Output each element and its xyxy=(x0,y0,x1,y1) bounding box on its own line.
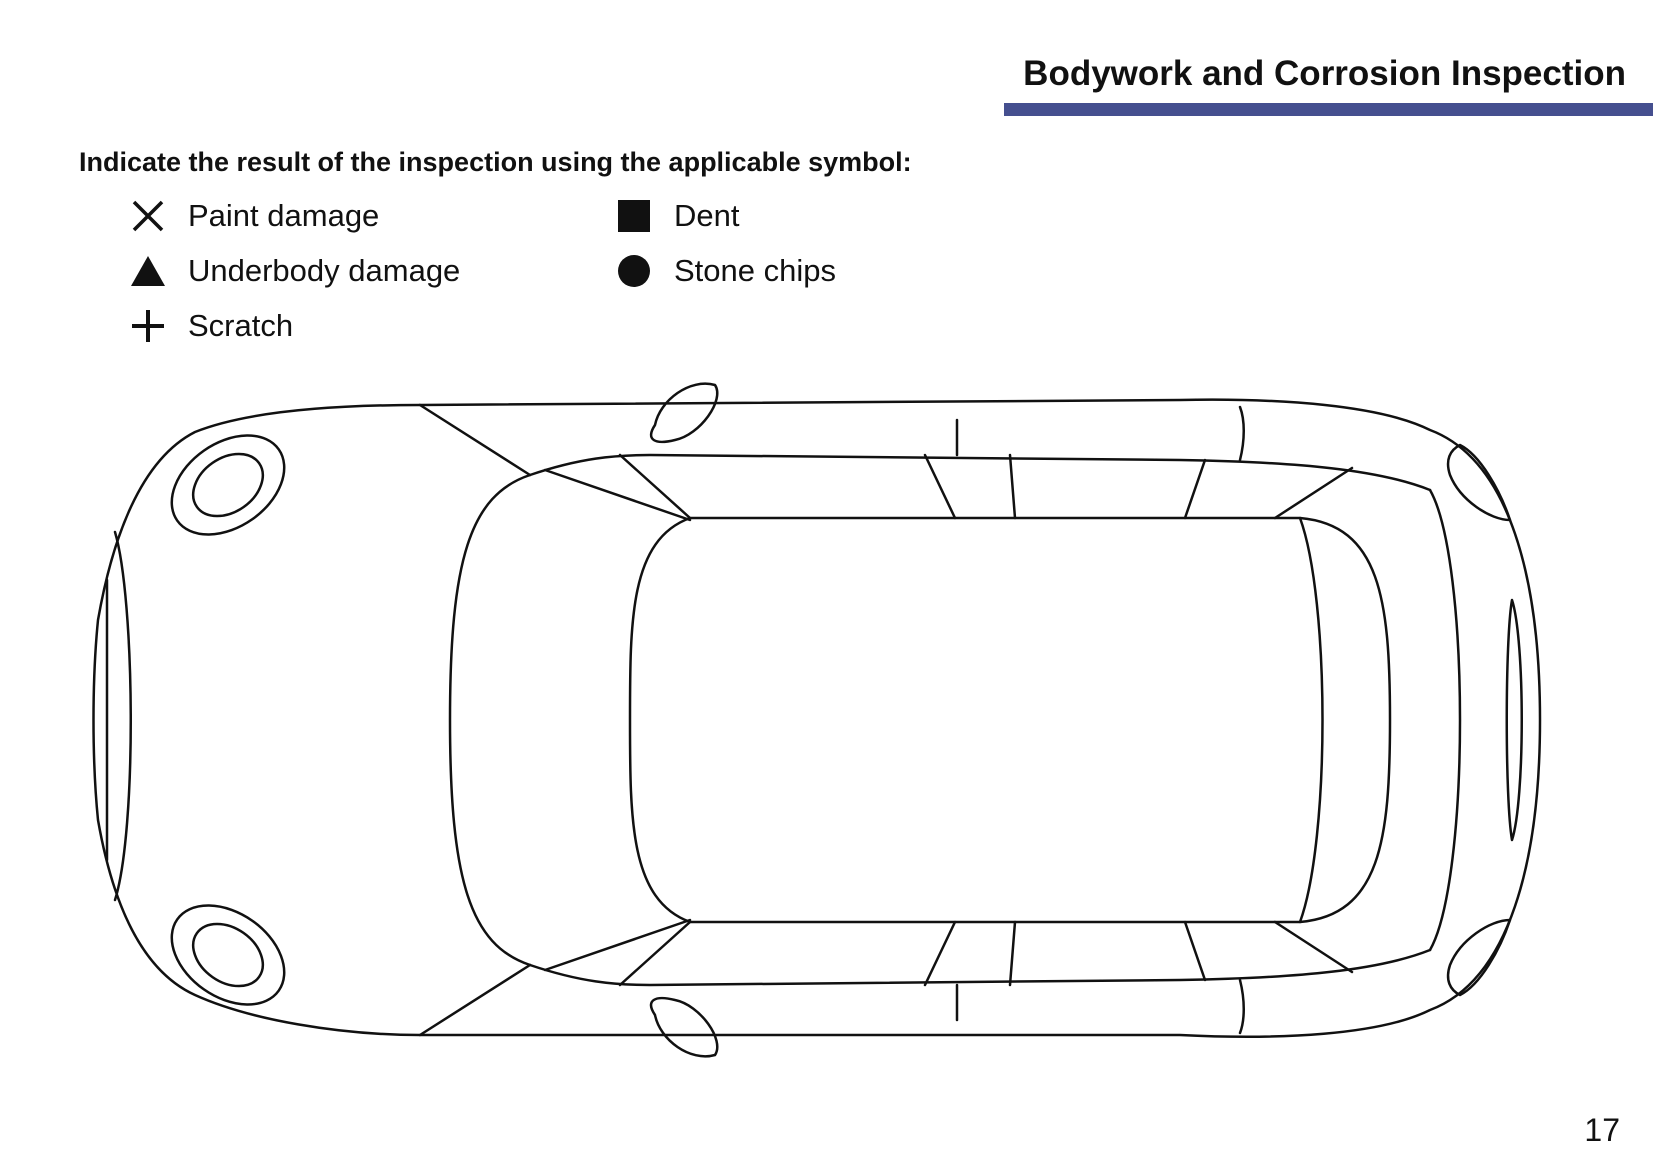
b-pillar-top-left xyxy=(923,453,957,520)
title-underline xyxy=(1004,103,1653,116)
right-mirror xyxy=(649,996,719,1058)
rear-arch-bottom xyxy=(1238,978,1245,1035)
a-pillar-left xyxy=(418,403,532,477)
instruction-text: Indicate the result of the inspection us… xyxy=(79,147,912,177)
legend-label: Dent xyxy=(674,198,740,233)
page-title: Bodywork and Corrosion Inspection xyxy=(1023,54,1626,93)
right-headlight-outer xyxy=(170,904,286,1006)
rear-left-light xyxy=(1446,443,1512,522)
c-pillar-bottom-right xyxy=(1273,920,1354,974)
rear-handle xyxy=(1505,598,1523,842)
c-pillar-bottom-left xyxy=(1183,920,1207,982)
windscreen-upper-right xyxy=(543,918,692,972)
legend-item-dent: Dent xyxy=(612,194,739,238)
b-pillar-bottom-right xyxy=(1008,920,1017,987)
a-pillar-right xyxy=(418,963,532,1037)
left-mirror xyxy=(649,382,719,444)
triangle-icon xyxy=(126,249,170,293)
legend-label: Underbody damage xyxy=(188,253,461,288)
tailgate-line xyxy=(1428,488,1462,952)
b-pillar-top-right xyxy=(1008,453,1017,520)
b-pillar-bottom-left xyxy=(923,920,957,987)
rear-window-line xyxy=(1298,516,1324,924)
legend-item-scratch: Scratch xyxy=(126,304,293,348)
c-pillar-top-right xyxy=(1273,466,1354,520)
rear-right-light xyxy=(1446,918,1512,997)
legend-item-stone-chips: Stone chips xyxy=(612,249,836,293)
right-headlight-inner xyxy=(191,922,265,988)
x-mark-icon xyxy=(126,194,170,238)
hood-line xyxy=(448,473,532,967)
legend-item-underbody-damage: Underbody damage xyxy=(126,249,460,293)
rear-arch-top xyxy=(1238,405,1245,462)
windscreen-edge-left xyxy=(528,453,1432,492)
windscreen-upper-left xyxy=(543,468,692,522)
left-headlight-inner xyxy=(191,452,265,518)
circle-icon xyxy=(612,249,656,293)
left-headlight-outer xyxy=(170,434,286,536)
square-icon xyxy=(612,194,656,238)
page-number: 17 xyxy=(1584,1112,1620,1148)
legend-item-paint-damage: Paint damage xyxy=(126,194,379,238)
legend-label: Paint damage xyxy=(188,198,380,233)
c-pillar-top-left xyxy=(1183,458,1207,520)
door-frame-left xyxy=(618,453,692,520)
plus-icon xyxy=(126,304,170,348)
legend-label: Scratch xyxy=(188,308,294,343)
roof-outline xyxy=(628,516,1392,924)
windscreen-edge-right xyxy=(528,948,1432,987)
front-bumper-line xyxy=(113,530,132,902)
door-frame-right xyxy=(618,920,692,987)
legend-label: Stone chips xyxy=(674,253,836,288)
